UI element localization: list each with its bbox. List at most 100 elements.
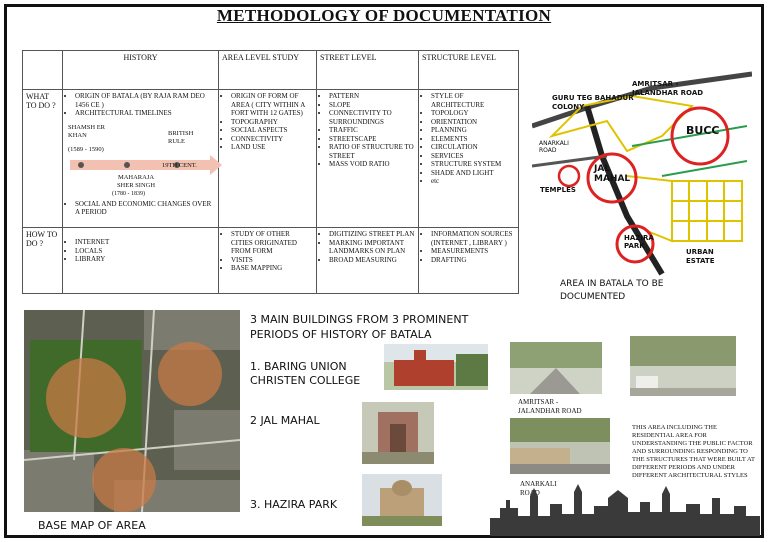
page-title: METHODOLOGY OF DOCUMENTATION xyxy=(216,6,552,25)
header-history: HISTORY xyxy=(62,50,219,90)
list-item: INFORMATION SOURCES (INTERNET , LIBRARY … xyxy=(431,230,515,247)
street-how-cell: DIGITIZING STREET PLAN MARKING IMPORTANT… xyxy=(316,227,419,294)
table-corner-cell xyxy=(22,50,63,90)
timeline-bar xyxy=(70,159,210,170)
timeline-arrow xyxy=(210,154,222,175)
list-item: STUDY OF OTHER CITIES ORIGINATED FROM FO… xyxy=(231,230,313,256)
list-item: INTERNET xyxy=(75,238,215,247)
anarkali-label: ANARKALI ROAD xyxy=(539,140,569,154)
timeline-dot xyxy=(174,161,180,168)
list-item: SLOPE xyxy=(329,101,415,110)
buildings-heading: 3 MAIN BUILDINGS FROM 3 PROMINENT PERIOD… xyxy=(250,313,469,341)
sketch-caption: AREA IN BATALA TO BE DOCUMENTED xyxy=(560,279,664,302)
building-item-2: 2 JAL MAHAL xyxy=(250,414,320,427)
list-item: MASS VOID RATIO xyxy=(329,160,415,169)
list-item: TOPOLOGY xyxy=(431,109,515,118)
timeline-shamsh-years: (1589 - 1590) xyxy=(68,145,104,153)
amritsar-road-photo xyxy=(510,342,602,394)
list-item: LIBRARY xyxy=(75,255,215,264)
list-item: etc xyxy=(431,177,515,186)
list-item: ORIENTATION xyxy=(431,118,515,127)
building-item-1: 1. BARING UNION CHRISTEN COLLEGE xyxy=(250,360,361,387)
circle-jal-mahal xyxy=(158,342,222,406)
list-item: LOCALS xyxy=(75,247,215,256)
anarkali-road-caption: ANARKALI ROAD xyxy=(520,480,557,497)
list-item: ELEMENTS xyxy=(431,135,515,144)
structure-what-cell: STYLE OF ARCHITECTURE TOPOLOGY ORIENTATI… xyxy=(418,89,519,228)
street-what-cell: PATTERN SLOPE CONNECTIVITY TO SURROUNDIN… xyxy=(316,89,419,228)
what-label: WHAT TO DO ? xyxy=(22,89,63,228)
how-label: HOW TO DO ? xyxy=(22,227,63,294)
timeline-british: BRITISH RULE xyxy=(168,129,194,145)
college-photo xyxy=(384,344,488,390)
list-item: PLANNING xyxy=(431,126,515,135)
list-item: VISITS xyxy=(231,256,313,265)
list-item: LAND USE xyxy=(231,143,313,152)
hazira-circle xyxy=(615,224,655,264)
bucc-circle xyxy=(670,106,730,166)
list-item: SHADE AND LIGHT xyxy=(431,169,515,178)
circle-bucc xyxy=(46,358,126,438)
list-item: SOCIAL ASPECTS xyxy=(231,126,313,135)
list-item: CONNECTIVITY TO SURROUNDINGS xyxy=(329,109,415,126)
list-item: STREETSCAPE xyxy=(329,135,415,144)
street-photo xyxy=(630,336,736,396)
circle-hazira xyxy=(92,448,156,512)
list-item: RATIO OF STRUCTURE TO STREET xyxy=(329,143,415,160)
history-what-cell: ORIGIN OF BATALA (BY RAJA RAM DEO 1456 C… xyxy=(62,89,222,228)
jal-mahal-circle xyxy=(586,152,638,204)
area-sketch-map xyxy=(532,71,752,276)
list-item: SOCIAL AND ECONOMIC CHANGES OVER A PERIO… xyxy=(75,200,215,217)
list-item: BROAD MEASURING xyxy=(329,256,415,265)
temples-label: TEMPLES xyxy=(540,186,576,194)
header-structure-level: STRUCTURE LEVEL xyxy=(418,50,519,90)
area-how-cell: STUDY OF OTHER CITIES ORIGINATED FROM FO… xyxy=(218,227,317,294)
list-item: TOPOGRAPHY xyxy=(231,118,313,127)
urban-estate-label: URBAN ESTATE xyxy=(686,248,715,265)
timeline-maharaja: MAHARAJA SHER SINGH xyxy=(116,173,156,189)
building-item-3: 3. HAZIRA PARK xyxy=(250,498,338,511)
list-item: ORIGIN OF BATALA (BY RAJA RAM DEO 1456 C… xyxy=(75,92,215,109)
list-item: TRAFFIC xyxy=(329,126,415,135)
timeline-dot xyxy=(78,161,84,168)
history-how-cell: INTERNET LOCALS LIBRARY xyxy=(62,227,219,294)
anarkali-road-photo xyxy=(510,418,610,474)
jal-mahal-label: JAL MAHAL xyxy=(594,164,631,184)
page-border xyxy=(4,4,764,538)
what-row: WHAT TO DO ? ORIGIN OF BATALA (BY RAJA R… xyxy=(22,89,519,228)
urban-estate-grid xyxy=(626,175,743,243)
base-map-image xyxy=(24,310,240,512)
timeline-maharaja-years: (1780 - 1839) xyxy=(112,190,145,197)
how-row: HOW TO DO ? INTERNET LOCALS LIBRARY STUD… xyxy=(22,227,519,294)
list-item: MEASUREMENTS xyxy=(431,247,515,256)
header-area-level: AREA LEVEL STUDY xyxy=(218,50,317,90)
jal-mahal-photo xyxy=(362,402,434,464)
list-item: STRUCTURE SYSTEM xyxy=(431,160,515,169)
list-item: SERVICES xyxy=(431,152,515,161)
bucc-label: BUCC xyxy=(686,124,720,137)
methodology-table: HISTORY AREA LEVEL STUDY STREET LEVEL ST… xyxy=(22,50,519,294)
list-item: CONNECTIVITY xyxy=(231,135,313,144)
skyline-graphic xyxy=(490,484,760,536)
area-note: THIS AREA INCLUDING THE RESIDENTIAL AREA… xyxy=(632,424,755,479)
timeline-cent: 19TH CENT. xyxy=(162,161,197,169)
structure-how-cell: INFORMATION SOURCES (INTERNET , LIBRARY … xyxy=(418,227,519,294)
list-item: ORIGIN OF FORM OF AREA ( CITY WITHIN A F… xyxy=(231,92,313,118)
list-item: BASE MAPPING xyxy=(231,264,313,273)
table-header-row: HISTORY AREA LEVEL STUDY STREET LEVEL ST… xyxy=(22,50,519,90)
timeline-dot xyxy=(124,161,130,168)
main-road xyxy=(584,105,665,276)
list-item: CIRCULATION xyxy=(431,143,515,152)
guru-teg-label: GURU TEG BAHADUR COLONY xyxy=(552,94,634,111)
history-timeline: SHAMSH ER KHAN (1589 - 1590) BRITISH RUL… xyxy=(66,122,222,192)
list-item: PATTERN xyxy=(329,92,415,101)
list-item: STYLE OF ARCHITECTURE xyxy=(431,92,515,109)
hazira-park-photo xyxy=(362,474,442,526)
anarkali-road-line xyxy=(532,154,608,168)
amritsar-label: AMRITSAR - JALANDHAR ROAD xyxy=(632,80,704,97)
area-what-cell: ORIGIN OF FORM OF AREA ( CITY WITHIN A F… xyxy=(218,89,317,228)
hazira-label: HAZIRA PARK xyxy=(624,234,654,250)
list-item: DRAFTING xyxy=(431,256,515,265)
timeline-shamsh: SHAMSH ER KHAN xyxy=(68,123,106,139)
header-street-level: STREET LEVEL xyxy=(316,50,419,90)
